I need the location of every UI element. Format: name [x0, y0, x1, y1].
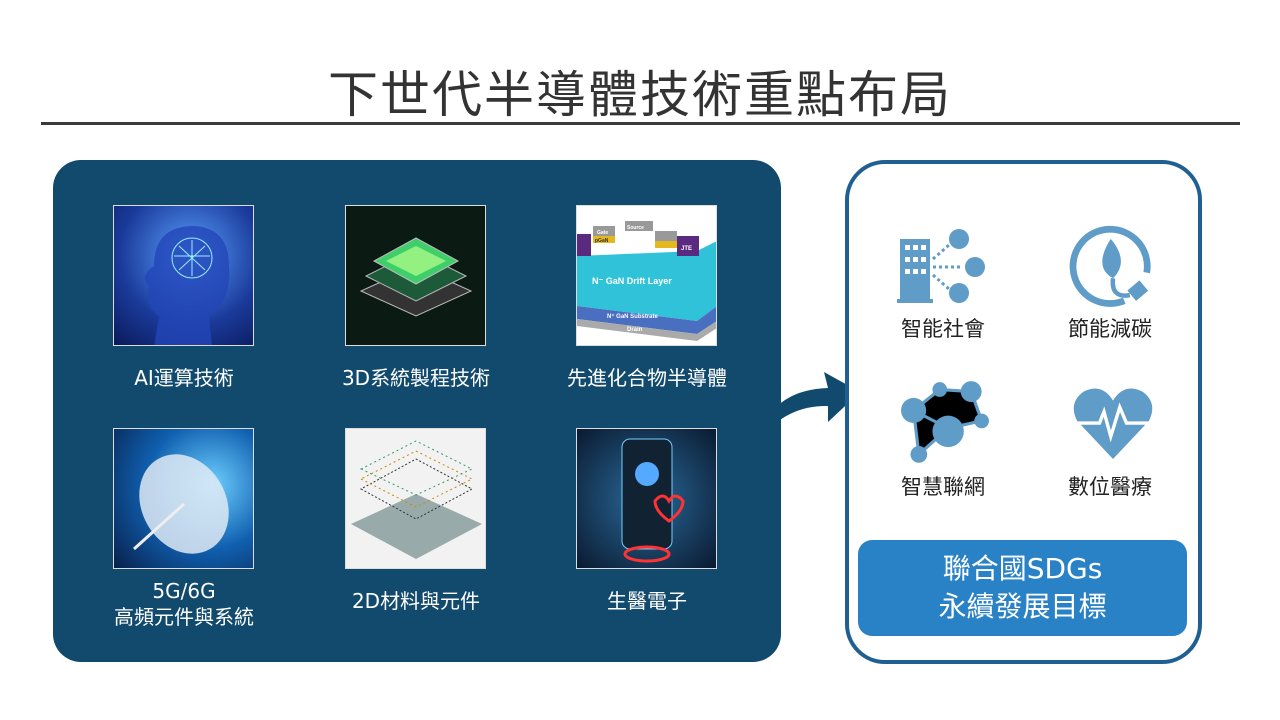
page-title: 下世代半導體技術重點布局 — [328, 66, 952, 124]
technology-panel: Gate Source pGaN JTE N⁻ GaN Drift Layer … — [53, 160, 781, 662]
tech-label-bio: 生醫電子 — [607, 589, 687, 613]
app-label-digital-health: 數位醫療 — [1068, 475, 1152, 499]
ai-brain-image — [113, 205, 254, 346]
heart-pulse-icon — [1073, 388, 1153, 459]
gan-device-image: Gate Source pGaN JTE N⁻ GaN Drift Layer … — [576, 205, 717, 346]
app-label-energy: 節能減碳 — [1068, 317, 1152, 341]
gate-label: Gate — [597, 230, 608, 236]
sdg-line2: 永續發展目標 — [938, 590, 1107, 623]
tech-label-compound: 先進化合物半導體 — [567, 366, 727, 390]
substrate-label: N⁺ GaN Substrate — [607, 313, 659, 320]
bio-electronics-image — [576, 428, 717, 569]
tech-label-5g6g-line1: 5G/6G — [152, 579, 216, 603]
tech-label-5g6g-line2: 高頻元件與系統 — [114, 605, 254, 629]
smart-city-icon — [897, 229, 985, 303]
satellite-dish-image — [113, 428, 254, 569]
curved-arrow-icon — [758, 372, 860, 442]
3d-chip-image — [345, 205, 486, 346]
drift-layer-label: N⁻ GaN Drift Layer — [592, 276, 672, 286]
network-icon — [901, 381, 989, 463]
sdg-line1: 聯合國SDGs — [942, 552, 1103, 585]
app-label-smart-society: 智能社會 — [901, 317, 985, 341]
2d-material-image — [345, 428, 486, 569]
pgan-label: pGaN — [595, 238, 609, 244]
title-divider — [41, 122, 1240, 125]
tech-label-ai: AI運算技術 — [134, 366, 234, 390]
eco-energy-icon — [1069, 225, 1151, 307]
tech-label-3d: 3D系統製程技術 — [341, 366, 491, 390]
drain-label: Drain — [627, 327, 643, 333]
jte-label: JTE — [681, 246, 692, 252]
app-label-iot: 智慧聯網 — [901, 475, 985, 499]
source-label: Source — [627, 225, 644, 231]
sdg-banner: 聯合國SDGs 永續發展目標 — [858, 540, 1187, 636]
tech-label-2d: 2D材料與元件 — [351, 589, 481, 613]
